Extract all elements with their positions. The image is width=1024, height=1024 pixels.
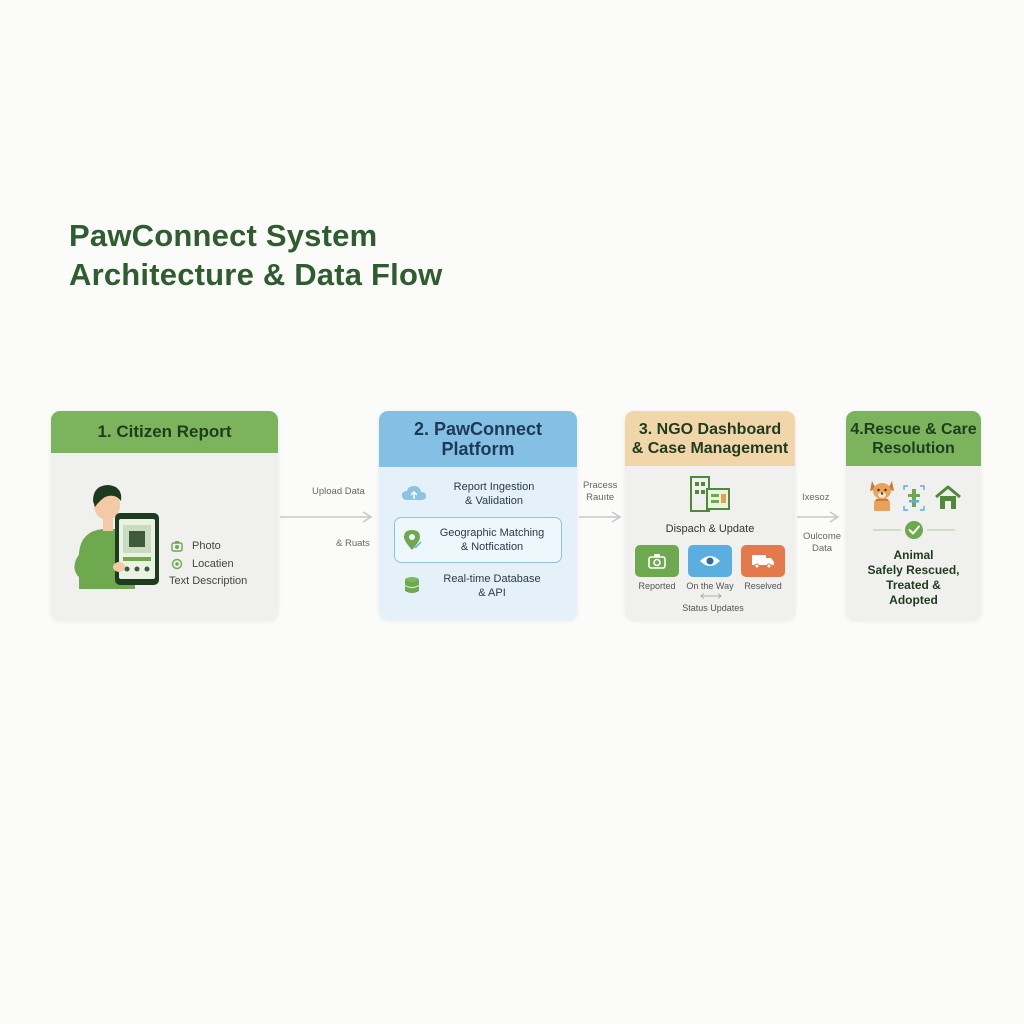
platform-header-line-2: Platform bbox=[414, 439, 542, 459]
status-on-the-way-button[interactable] bbox=[688, 545, 732, 577]
flow-label-outcome: Oulcome Data bbox=[803, 531, 841, 555]
building-dashboard-icon bbox=[689, 475, 731, 513]
rescue-header-line-2: Resolution bbox=[850, 439, 976, 458]
status-label-reported: Reported bbox=[629, 581, 685, 591]
database-line-2: & API bbox=[423, 586, 561, 600]
outcome-line-1: Animal bbox=[846, 548, 981, 563]
person-with-phone-icon bbox=[65, 473, 165, 589]
location-pin-icon bbox=[171, 558, 183, 570]
flow-arrow-3 bbox=[795, 510, 841, 524]
flow3-line-1: Oulcome bbox=[803, 531, 841, 543]
flow-label-upload: Upload Data bbox=[312, 486, 365, 497]
status-resolved-button[interactable] bbox=[741, 545, 785, 577]
status-updates-caption: Status Updates bbox=[625, 603, 795, 613]
page-title: PawConnect System Architecture & Data Fl… bbox=[69, 216, 442, 294]
citizen-report-header: 1. Citizen Report bbox=[51, 411, 278, 453]
outcome-line-3: Treated & bbox=[846, 578, 981, 593]
title-line-1: PawConnect System bbox=[69, 216, 442, 255]
rescue-header-line-1: 4.Rescue & Care bbox=[850, 420, 976, 439]
cloud-icon bbox=[401, 485, 427, 503]
platform-row-database: Real-time Database & API bbox=[395, 565, 561, 607]
flow-label-routes: & Ruats bbox=[336, 538, 370, 549]
flow-label-process: Pracess Rauıte bbox=[583, 480, 617, 504]
rescue-outcome: Animal Safely Rescued, Treated & Adopted bbox=[846, 548, 981, 608]
medical-treatment-icon bbox=[903, 485, 925, 511]
dispatch-caption: Dispach & Update bbox=[625, 523, 795, 535]
status-label-on-the-way: On the Way bbox=[682, 581, 738, 591]
outcome-line-2: Safely Rescued, bbox=[846, 563, 981, 578]
flow-label-ixesoz: Ixesoz bbox=[802, 492, 829, 503]
database-line-1: Real-time Database bbox=[423, 572, 561, 586]
rescue-header: 4.Rescue & Care Resolution bbox=[846, 411, 981, 466]
flow-arrow-1 bbox=[278, 510, 374, 524]
citizen-report-card: 1. Citizen Report Photo Locatien Tex bbox=[51, 411, 278, 620]
flow3-line-2: Data bbox=[803, 543, 841, 555]
ngo-dashboard-header: 3. NGO Dashboard & Case Management bbox=[625, 411, 795, 466]
database-icon bbox=[401, 575, 423, 597]
eye-icon bbox=[699, 554, 721, 568]
ingestion-line-2: & Validation bbox=[427, 494, 561, 508]
truck-icon bbox=[751, 553, 775, 569]
flow-arrow-2 bbox=[577, 510, 623, 524]
ngo-header-line-1: 3. NGO Dashboard bbox=[632, 420, 789, 439]
rescue-resolution-card: 4.Rescue & Care Resolution Animal bbox=[846, 411, 981, 620]
matching-line-1: Geographic Matching bbox=[423, 526, 561, 540]
flow2-line-1: Pracess bbox=[583, 480, 617, 492]
ngo-dashboard-card: 3. NGO Dashboard & Case Management Dispa… bbox=[625, 411, 795, 620]
platform-header-line-1: 2. PawConnect bbox=[414, 419, 542, 439]
platform-row-matching: Geographic Matching & Notfication bbox=[394, 517, 562, 563]
flow2-line-2: Rauıte bbox=[583, 492, 617, 504]
item-text-description: Text Description bbox=[169, 575, 247, 587]
item-location: Locatien bbox=[192, 558, 234, 570]
map-pin-icon bbox=[401, 528, 423, 552]
ingestion-line-1: Report Ingestion bbox=[427, 480, 561, 494]
outcome-line-4: Adopted bbox=[846, 593, 981, 608]
item-photo: Photo bbox=[192, 540, 221, 552]
checkmark-icon bbox=[871, 519, 957, 541]
camera-icon bbox=[171, 540, 183, 552]
camera-icon bbox=[647, 553, 667, 569]
platform-header: 2. PawConnect Platform bbox=[379, 411, 577, 467]
dog-icon bbox=[866, 477, 898, 513]
home-icon bbox=[934, 485, 962, 511]
status-updates-arrow bbox=[699, 592, 723, 600]
matching-line-2: & Notfication bbox=[423, 540, 561, 554]
title-line-2: Architecture & Data Flow bbox=[69, 255, 442, 294]
status-reported-button[interactable] bbox=[635, 545, 679, 577]
status-label-resolved: Reselved bbox=[735, 581, 791, 591]
platform-card: 2. PawConnect Platform Report Ingestion … bbox=[379, 411, 577, 620]
platform-row-ingestion: Report Ingestion & Validation bbox=[395, 473, 561, 515]
ngo-header-line-2: & Case Management bbox=[632, 439, 789, 458]
